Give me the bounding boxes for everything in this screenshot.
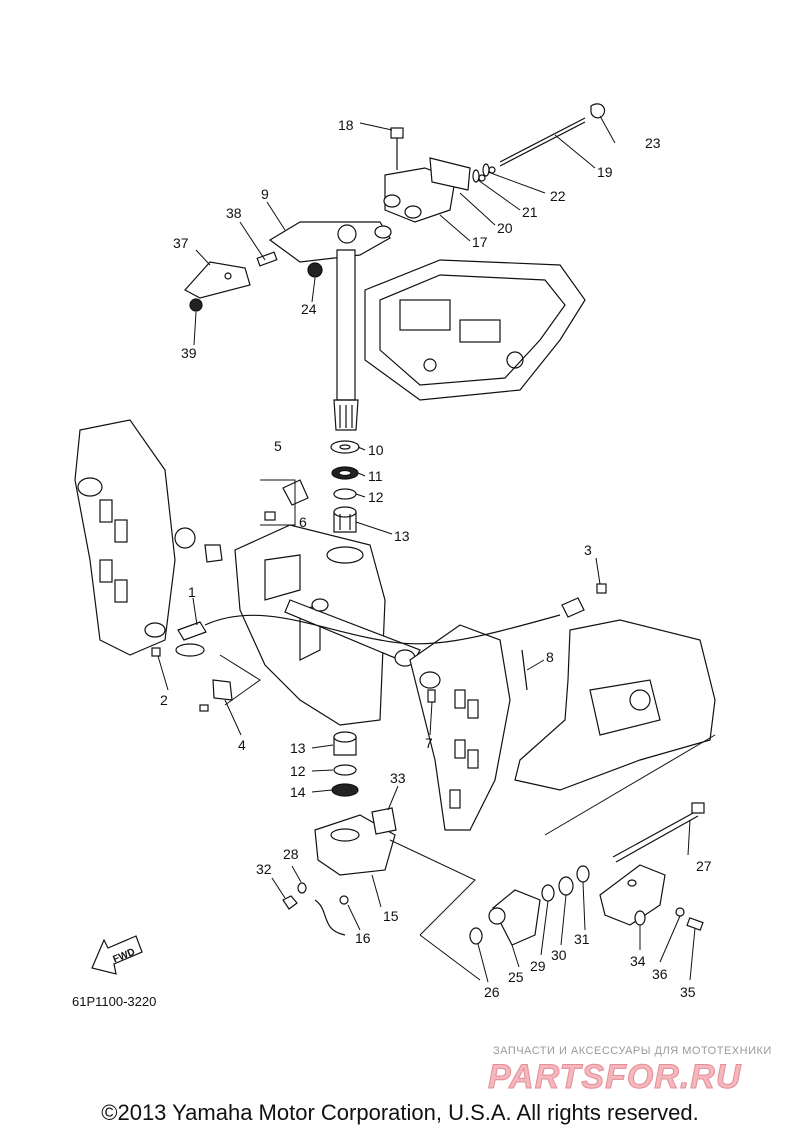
copyright-notice: ©2013 Yamaha Motor Corporation, U.S.A. A…	[101, 1100, 699, 1125]
part-label-33: 33	[390, 770, 406, 786]
steering-arm-drawing	[268, 221, 392, 431]
part-label-25: 25	[508, 969, 524, 985]
part-label-36: 36	[652, 966, 668, 982]
part-label-1: 1	[188, 584, 196, 600]
part-label-30: 30	[551, 947, 567, 963]
part-label-8: 8	[546, 649, 554, 665]
part-label-28: 28	[283, 846, 299, 862]
part-label-23: 23	[645, 135, 661, 151]
part-label-11: 11	[368, 468, 383, 484]
part-label-10: 10	[368, 442, 384, 458]
part-number-labels: 1 2 3 4 5 6 7 8 9 10 11 12 13 13 12 14 1…	[160, 117, 712, 1000]
part-label-13: 13	[394, 528, 410, 544]
part-label-14: 14	[290, 784, 306, 800]
part-label-2: 2	[160, 692, 168, 708]
watermark: ЗАПЧАСТИ И АКСЕССУАРЫ ДЛЯ МОТОТЕХНИКИ PA…	[488, 1045, 772, 1097]
part-label-3: 3	[584, 542, 592, 558]
fwd-arrow-icon: FWD	[91, 935, 143, 975]
part-label-26: 26	[484, 984, 500, 1000]
part-label-19: 19	[597, 164, 613, 180]
part-label-5: 5	[274, 438, 282, 454]
part-label-38: 38	[226, 205, 242, 221]
bracket-17-drawing	[383, 103, 606, 223]
part-label-32: 32	[256, 861, 272, 877]
drawing-code: 61P1100-3220	[72, 994, 156, 1009]
swivel-bracket-drawing	[234, 524, 421, 726]
watermark-tagline: ЗАПЧАСТИ И АКСЕССУАРЫ ДЛЯ МОТОТЕХНИКИ	[493, 1045, 772, 1057]
part-label-31: 31	[574, 931, 590, 947]
bracket-37-drawing	[184, 251, 278, 312]
part-label-20: 20	[497, 220, 513, 236]
part-label-21: 21	[522, 204, 538, 220]
part-label-16: 16	[355, 930, 371, 946]
part-label-27: 27	[696, 858, 712, 874]
part-label-34: 34	[630, 953, 646, 969]
part-label-39: 39	[181, 345, 197, 361]
part-label-29: 29	[530, 958, 546, 974]
watermark-site: PARTSFOR.RU	[488, 1058, 742, 1096]
mount-plate-drawing	[364, 259, 586, 401]
part-label-17: 17	[472, 234, 488, 250]
part-label-12: 12	[368, 489, 384, 505]
part-label-9: 9	[261, 186, 269, 202]
part-label-4: 4	[238, 737, 246, 753]
part-label-6: 6	[299, 514, 307, 530]
part-label-35: 35	[680, 984, 696, 1000]
part-label-15: 15	[383, 908, 399, 924]
part-label-18: 18	[338, 117, 354, 133]
part-label-12-lower: 12	[290, 763, 306, 779]
lower-unit-drawing	[514, 619, 716, 791]
right-clamp-bracket-drawing	[409, 624, 511, 831]
part-label-7: 7	[425, 735, 433, 751]
part-label-24: 24	[301, 301, 317, 317]
part-label-22: 22	[550, 188, 566, 204]
small-parts-drawing	[151, 163, 705, 946]
part-label-13-lower: 13	[290, 740, 306, 756]
callout-lines	[157, 115, 716, 983]
left-clamp-bracket-drawing	[74, 419, 223, 656]
part-label-37: 37	[173, 235, 189, 251]
